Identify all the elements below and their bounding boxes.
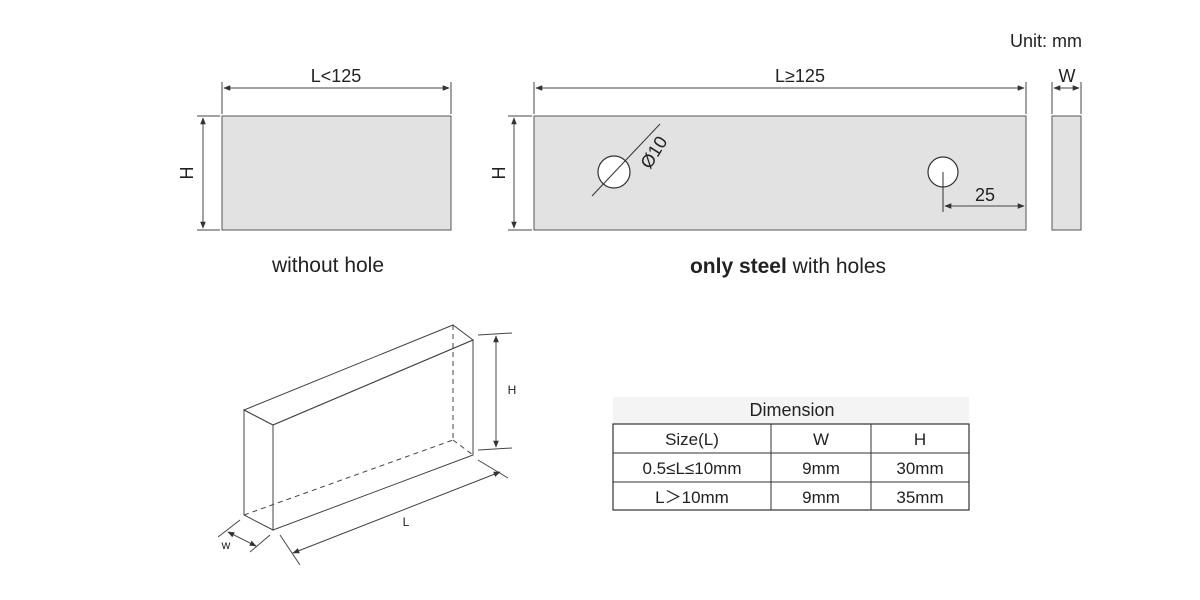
- table-frame: [612, 423, 970, 511]
- iso-length-dim-line: [292, 471, 501, 554]
- hole-offset-label: 25: [975, 185, 995, 205]
- iso-width-ext-right: [249, 534, 271, 553]
- table-title-bg: [613, 397, 969, 424]
- iso-height-ext-bottom: [477, 447, 513, 451]
- iso-length-label: L: [403, 515, 410, 529]
- table-header-h: H: [914, 430, 926, 449]
- unit-label: Unit: mm: [1010, 31, 1082, 51]
- caption-without-hole: without hole: [271, 254, 384, 277]
- iso-height-ext-top: [477, 332, 513, 336]
- caption-rest: with holes: [787, 255, 886, 278]
- table-header-size: Size(L): [665, 430, 719, 449]
- table-cell-r1-w: 9mm: [802, 459, 840, 478]
- table-cell-r2-h: 35mm: [896, 488, 943, 507]
- caption-with-holes: only steel with holes: [690, 255, 886, 278]
- iso-hidden-edge-bottom: [243, 439, 454, 516]
- caption-bold: only steel: [690, 255, 787, 278]
- block-without-hole-face: [221, 115, 452, 231]
- dimension-table: Dimension Size(L) W H 0.5≤L≤10mm 9mm 30m…: [612, 397, 970, 511]
- iso-long-face: [272, 339, 474, 531]
- table-header-w: W: [813, 430, 829, 449]
- table-title: Dimension: [749, 400, 834, 420]
- table-cell-r2-size: L＞10mm: [655, 488, 729, 507]
- iso-length-ext-left: [279, 534, 301, 566]
- table-cell-r1-size: 0.5≤L≤10mm: [643, 459, 742, 478]
- hole-diameter-leader: [591, 123, 661, 197]
- iso-width-dim-line: [227, 531, 257, 547]
- height-label-left: H: [177, 167, 197, 180]
- table-cell-r1-h: 30mm: [896, 459, 943, 478]
- isometric-view: [217, 324, 513, 566]
- iso-hidden-edge-back: [452, 439, 474, 456]
- side-view: W: [1051, 66, 1082, 231]
- table-cell-r2-w: 9mm: [802, 488, 840, 507]
- length-label-short: L<125: [311, 66, 362, 86]
- iso-length-ext-right: [477, 459, 509, 479]
- iso-height-label: H: [508, 383, 517, 397]
- iso-top-face: [242, 324, 474, 426]
- length-label-long: L≥125: [775, 66, 825, 86]
- height-label-middle: H: [489, 167, 509, 180]
- width-label-side: W: [1059, 66, 1076, 86]
- block-without-hole: L<125 H without hole: [177, 66, 452, 277]
- iso-width-label: w: [221, 538, 231, 552]
- side-view-face: [1051, 115, 1082, 231]
- iso-width-ext-left: [217, 519, 241, 538]
- iso-front-face: [243, 409, 274, 531]
- block-with-holes: L≥125 H Ø10 25 only steel with holes: [489, 66, 1027, 278]
